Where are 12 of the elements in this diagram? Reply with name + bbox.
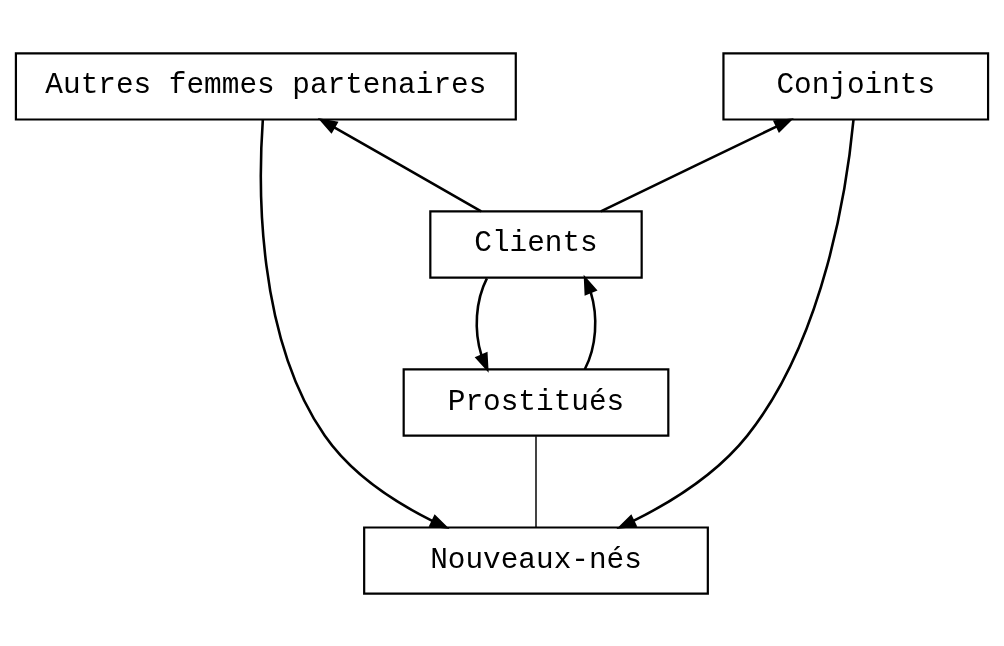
- arrow: [259, 119, 450, 529]
- arrow: [317, 117, 482, 212]
- node-box: Autres femmes partenaires: [14, 51, 517, 121]
- arrow: [616, 118, 855, 529]
- arrow: [600, 117, 794, 212]
- connector: [535, 435, 537, 528]
- node-box: Conjoints: [722, 51, 990, 121]
- node-box: Nouveaux-nés: [363, 525, 709, 595]
- node-box: Clients: [429, 209, 643, 279]
- arrow: [583, 274, 598, 370]
- node-box: Prostitués: [402, 367, 670, 437]
- arrow: [474, 277, 489, 373]
